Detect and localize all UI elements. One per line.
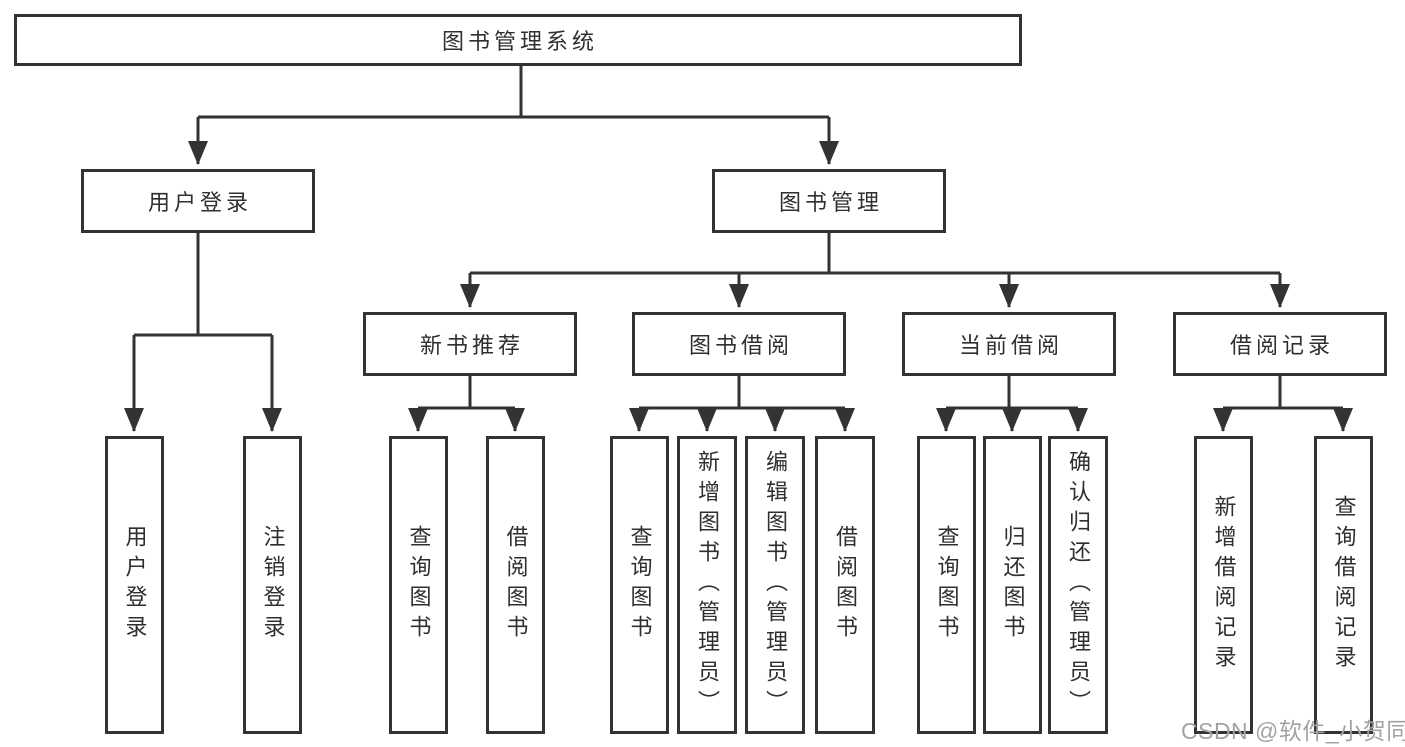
node-user-login-leaf: 用户登录 [105,436,164,734]
node-label: 查询借阅记录 [1331,495,1357,675]
node-label: 查询图书 [627,525,653,645]
node-label: 新增借阅记录 [1211,495,1237,675]
node-current-borrowing: 当前借阅 [902,312,1116,376]
node-new-book-recommendation: 新书推荐 [363,312,577,376]
node-borrow-books-borrowing: 借阅图书 [815,436,875,734]
node-logout-leaf: 注销登录 [243,436,302,734]
node-query-borrow-record: 查询借阅记录 [1314,436,1373,734]
node-return-books: 归还图书 [983,436,1042,734]
node-add-borrow-record: 新增借阅记录 [1194,436,1253,734]
node-label: 注销登录 [260,525,286,645]
node-label: 新增图书（管理员） [695,450,720,720]
node-edit-books-admin: 编辑图书（管理员） [745,436,805,734]
node-label: 确认归还（管理员） [1066,450,1091,720]
node-label: 查询图书 [406,525,432,645]
node-confirm-return-admin: 确认归还（管理员） [1048,436,1108,734]
node-label: 用户登录 [122,525,148,645]
node-query-books-borrowing: 查询图书 [610,436,669,734]
node-borrow-records: 借阅记录 [1173,312,1387,376]
node-label: 编辑图书（管理员） [763,450,788,720]
node-book-management: 图书管理 [712,169,946,233]
node-user-login: 用户登录 [81,169,315,233]
node-label: 查询图书 [934,525,960,645]
node-book-borrowing: 图书借阅 [632,312,846,376]
node-borrow-books-recommend: 借阅图书 [486,436,545,734]
node-label: 借阅图书 [503,525,529,645]
node-query-books-recommend: 查询图书 [389,436,448,734]
node-add-books-admin: 新增图书（管理员） [677,436,737,734]
node-label: 归还图书 [1000,525,1026,645]
node-label: 借阅图书 [833,525,858,645]
csdn-watermark: CSDN @软件_小贺同学 [1181,718,1405,744]
node-library-system: 图书管理系统 [14,14,1022,66]
node-query-books-current: 查询图书 [917,436,976,734]
